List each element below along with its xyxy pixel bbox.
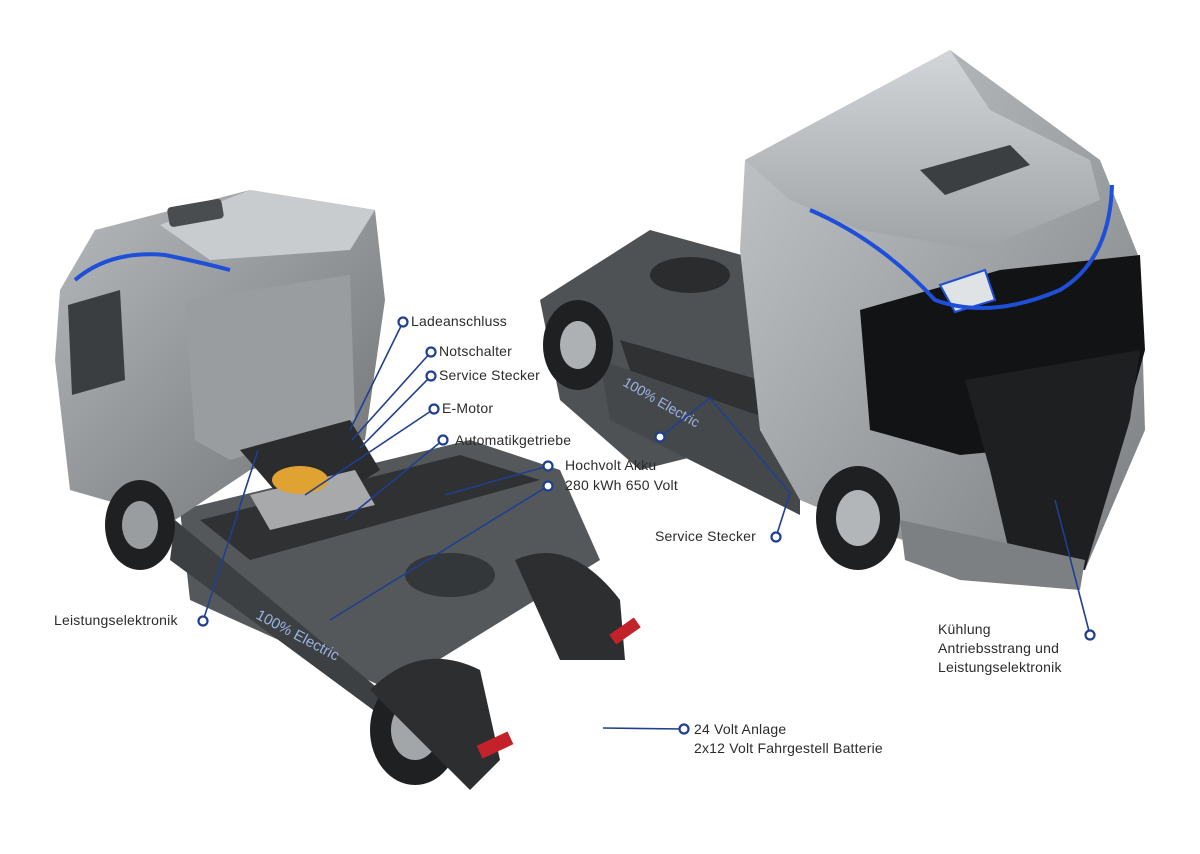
leader-dots bbox=[197, 316, 1096, 735]
left-roof-hatch bbox=[167, 198, 224, 227]
right-grille bbox=[965, 350, 1140, 570]
left-accent-stripe bbox=[73, 252, 231, 282]
right-rear-rim bbox=[560, 321, 596, 369]
left-rear-mudguard-2 bbox=[515, 553, 625, 660]
dot-kuehlung bbox=[1084, 629, 1096, 641]
leader-e-motor bbox=[304, 408, 435, 496]
label-e-motor: E-Motor bbox=[442, 400, 494, 416]
right-fifth-wheel bbox=[650, 257, 730, 293]
label-24v-1: 24 Volt Anlage bbox=[694, 721, 787, 737]
label-ladeanschluss: Ladeanschluss bbox=[411, 313, 507, 329]
right-bumper bbox=[900, 520, 1085, 590]
left-side-skirt bbox=[170, 520, 380, 715]
leader-leistungselektronik bbox=[202, 449, 259, 622]
dot-ladeanschluss bbox=[397, 316, 409, 328]
dot-automatikgetriebe bbox=[437, 434, 449, 446]
dot-leistungselektronik bbox=[197, 615, 209, 627]
left-charge-cable bbox=[272, 466, 328, 494]
left-grating bbox=[250, 470, 375, 530]
leader-lines bbox=[202, 321, 1091, 730]
dot-24v bbox=[678, 723, 690, 735]
dot-notschalter bbox=[425, 346, 437, 358]
right-front-rim bbox=[836, 490, 880, 546]
leader-ladeanschluss bbox=[349, 321, 404, 431]
label-service-stecker-left: Service Stecker bbox=[439, 367, 541, 383]
dot-hochvolt-akku bbox=[542, 460, 554, 472]
leader-hochvolt-akku bbox=[444, 465, 549, 496]
left-tail-light bbox=[476, 731, 514, 759]
leader-24v bbox=[602, 727, 685, 730]
label-kuehlung-1: Kühlung bbox=[938, 621, 991, 637]
label-notschalter: Notschalter bbox=[439, 343, 513, 359]
left-front-rim bbox=[122, 501, 158, 549]
label-service-stecker-right: Service Stecker bbox=[655, 528, 757, 544]
right-side-skirt bbox=[600, 360, 800, 515]
right-roof-hatch bbox=[920, 145, 1030, 195]
left-rear-mudguard bbox=[370, 658, 500, 790]
dot-service-stecker-right bbox=[770, 531, 782, 543]
leader-automatikgetriebe bbox=[344, 439, 444, 521]
leader-notschalter bbox=[351, 351, 432, 441]
leader-service-stecker-right bbox=[775, 492, 791, 538]
leader-service-stecker-left bbox=[359, 375, 432, 449]
dot-service-stecker-left bbox=[425, 370, 437, 382]
leader-kuehlung bbox=[1054, 499, 1091, 636]
left-cab-window bbox=[68, 290, 125, 395]
left-tail-light-2 bbox=[609, 617, 641, 645]
label-kuehlung-2: Antriebsstrang und bbox=[938, 640, 1060, 656]
left-battery-plate bbox=[200, 455, 540, 560]
right-accent-stripe bbox=[809, 184, 1114, 310]
label-kuehlung-3: Leistungselektronik bbox=[938, 659, 1062, 675]
left-truck: 100% Electric bbox=[55, 190, 641, 790]
dot-service-stecker-right-2 bbox=[654, 431, 666, 443]
leader-service-stecker-right-branch bbox=[659, 396, 791, 494]
left-fifth-wheel bbox=[405, 553, 495, 597]
label-leistungselektronik: Leistungselektronik bbox=[54, 612, 178, 628]
label-akku-spec: 280 kWh 650 Volt bbox=[565, 477, 678, 493]
right-cab-roof bbox=[745, 50, 1100, 250]
dot-e-motor bbox=[428, 403, 440, 415]
left-cab-rear-panel bbox=[185, 275, 355, 460]
right-truck: 100% Electric bbox=[540, 50, 1145, 590]
dot-akku-spec bbox=[542, 480, 554, 492]
label-24v-2: 2x12 Volt Fahrgestell Batterie bbox=[694, 740, 883, 756]
label-hochvolt-akku: Hochvolt Akku bbox=[565, 457, 657, 473]
label-automatikgetriebe: Automatikgetriebe bbox=[455, 432, 572, 448]
leader-akku-spec bbox=[329, 485, 549, 621]
